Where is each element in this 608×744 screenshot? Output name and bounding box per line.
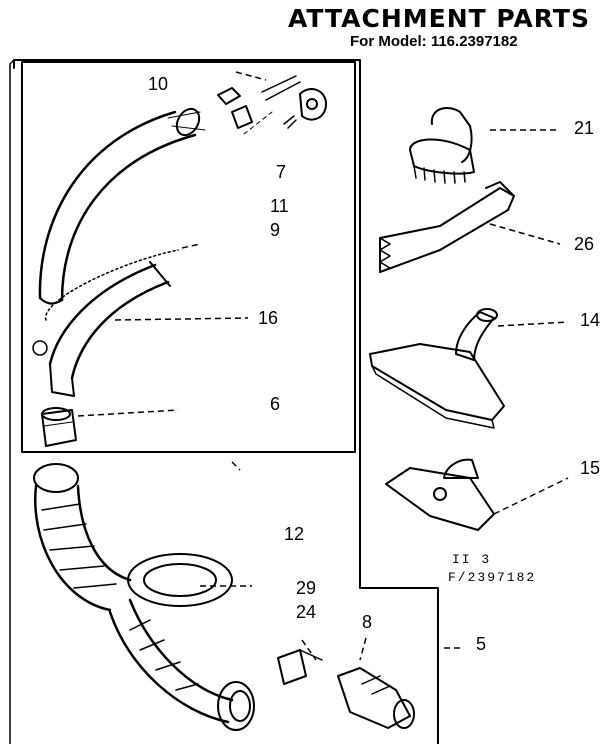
callout-16: 16: [258, 308, 279, 328]
callout-6: 6: [270, 394, 281, 414]
diagram-title: ATTACHMENT PARTS: [288, 4, 590, 33]
coiled-hose: [33, 463, 255, 731]
callout-29: 29: [296, 578, 317, 598]
wand-group-box: [21, 61, 356, 453]
upholstery-tool: [385, 458, 495, 531]
outer-bracket-outline: [13, 59, 439, 744]
dusting-brush: [409, 107, 475, 184]
callout-21: 21: [574, 118, 595, 138]
callout-10: 10: [148, 74, 169, 94]
callout-11: 11: [270, 196, 289, 216]
floor-tool: [369, 308, 505, 429]
footer-code-top: II 3: [452, 552, 492, 567]
leader-lines: [77, 71, 569, 661]
callout-7: 7: [276, 162, 287, 182]
callout-15: 15: [580, 458, 601, 478]
callout-5: 5: [476, 634, 487, 654]
outer-bracket-left: [9, 59, 15, 744]
callout-14: 14: [580, 310, 601, 330]
callout-12: 12: [284, 524, 305, 544]
hose-cuff: [41, 407, 77, 447]
callout-9: 9: [270, 220, 281, 240]
curved-wand: [38, 107, 206, 305]
callout-8: 8: [362, 612, 373, 632]
crevice-tool: [379, 181, 515, 273]
connector-parts: [277, 649, 415, 729]
model-number: For Model: 116.2397182: [350, 33, 518, 50]
callout-24: 24: [296, 602, 317, 622]
clip-parts: [217, 75, 327, 135]
footer-code-bottom: F/2397182: [448, 570, 537, 585]
lower-wand: [32, 249, 179, 397]
callout-26: 26: [574, 234, 595, 254]
